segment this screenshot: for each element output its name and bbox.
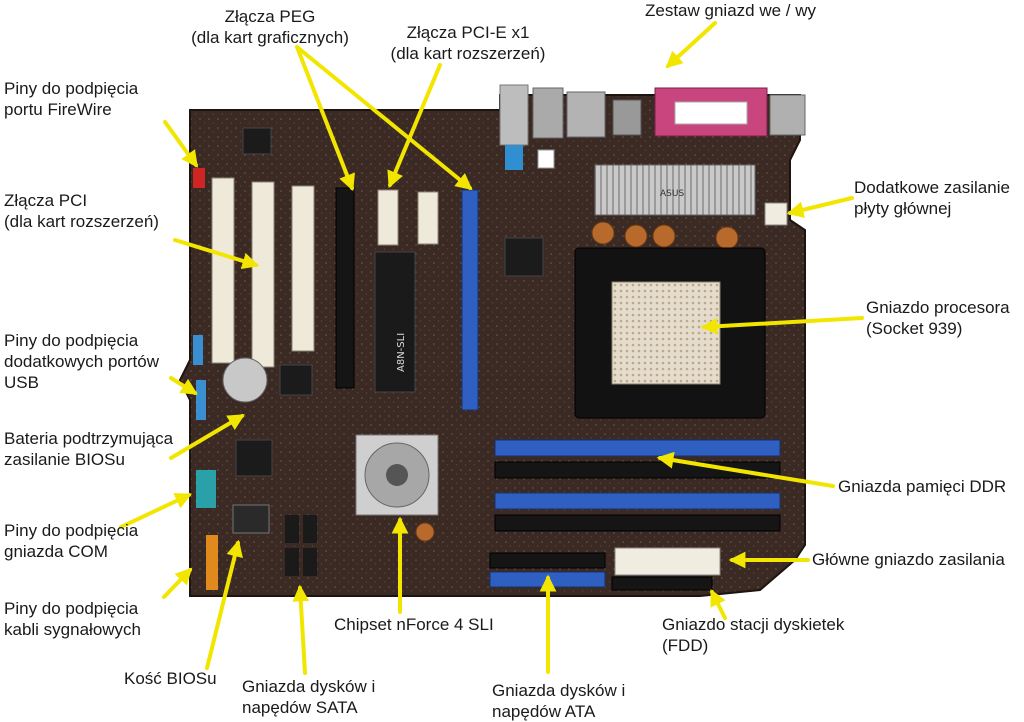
label-chipset: Chipset nForce 4 SLI	[334, 615, 494, 634]
pcie-x1-slots	[377, 189, 439, 246]
cmos-battery	[222, 357, 268, 403]
io-cluster	[499, 84, 806, 170]
label-firewire: Piny do podpięcia portu FireWire	[4, 79, 139, 119]
fdd-connector	[611, 576, 713, 591]
board-model: A8N-SLI	[396, 333, 407, 372]
sli-card: A8N-SLI	[374, 251, 416, 393]
label-bios: Kość BIOSu	[124, 669, 217, 688]
label-signal: Piny do podpięcia kabli sygnałowych	[4, 599, 142, 639]
aux-power-connector	[764, 202, 788, 226]
peg-slot-blue	[461, 189, 479, 411]
heatsink-brand: ASUS	[660, 189, 684, 199]
pci-slots	[211, 177, 315, 368]
label-fdd: Gniazdo stacji dyskietek (FDD)	[662, 615, 845, 655]
label-cpu: Gniazdo procesora (Socket 939)	[866, 298, 1010, 338]
label-battery: Bateria podtrzymująca zasilanie BIOSu	[4, 429, 174, 469]
label-usb: Piny do podpięcia dodatkowych portów USB	[4, 331, 159, 392]
sata-connectors	[285, 515, 317, 576]
header-pins	[193, 168, 218, 590]
label-main-power: Główne gniazdo zasilania	[812, 550, 1005, 569]
label-pcie-x1: Złącza PCI-E x1 (dla kart rozszerzeń)	[390, 23, 546, 63]
misc-chips	[235, 127, 544, 477]
label-pci: Złącza PCI (dla kart rozszerzeń)	[4, 191, 159, 231]
label-peg: Złącza PEG (dla kart graficznych)	[191, 7, 349, 47]
label-ddr: Gniazda pamięci DDR	[838, 477, 1007, 496]
label-aux-power: Dodatkowe zasilanie płyty głównej	[854, 178, 1010, 218]
label-io: Zestaw gniazd we / wy	[645, 1, 817, 20]
cpu-socket-area	[574, 247, 766, 419]
bios-chip	[232, 504, 270, 534]
vrm-heatsink: ASUS	[594, 164, 756, 216]
label-sata: Gniazda dysków i napędów SATA	[242, 677, 376, 717]
callout-arrows	[119, 21, 864, 675]
inductor-coils	[415, 221, 739, 542]
main-power-connector	[614, 547, 721, 576]
label-ata: Gniazda dysków i napędów ATA	[492, 681, 626, 721]
label-com: Piny do podpięcia gniazda COM	[4, 521, 139, 561]
chipset-fan	[355, 434, 439, 516]
peg-slot-black	[335, 187, 355, 389]
